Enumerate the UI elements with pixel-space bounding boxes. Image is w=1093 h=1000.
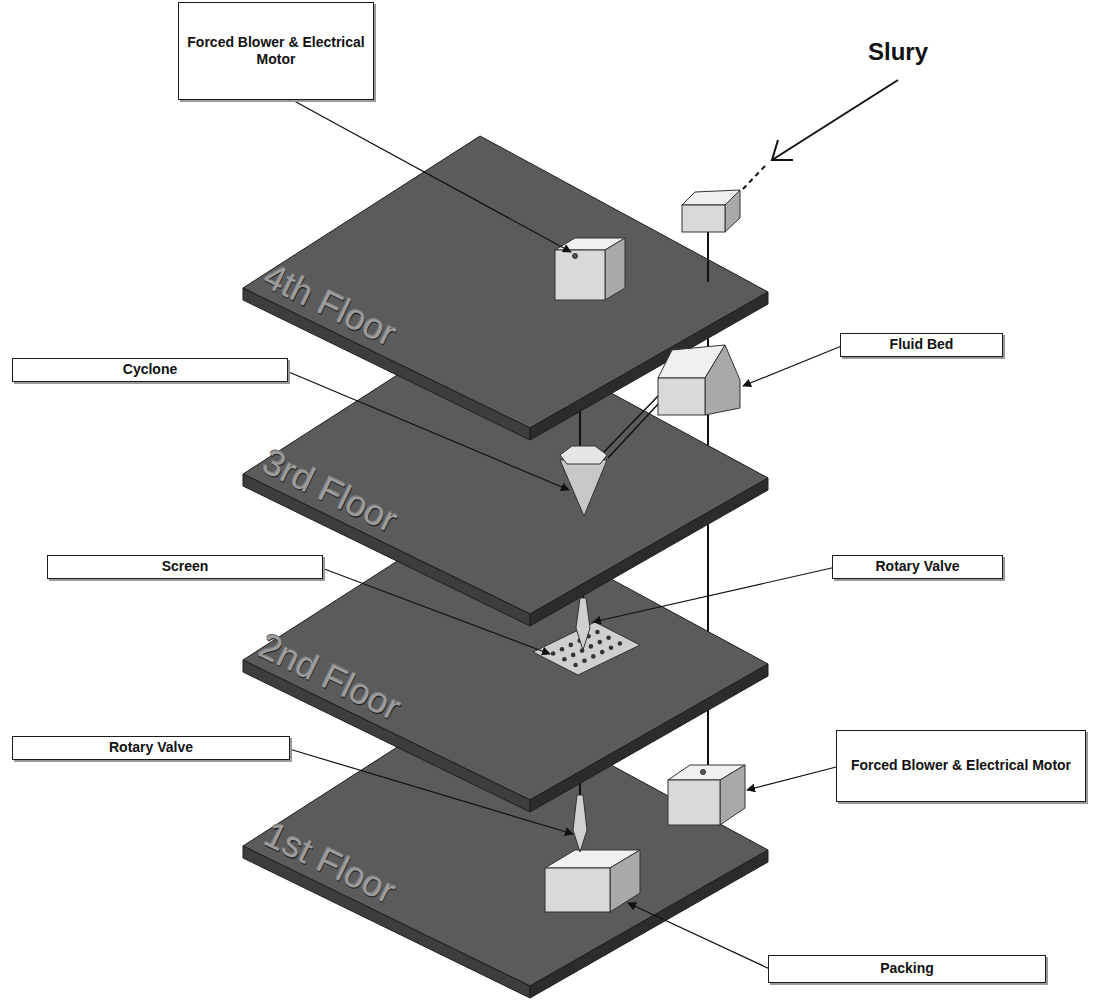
screen-hole: [573, 663, 578, 668]
blower-unit: [555, 238, 625, 300]
callout-box: Forced Blower & Electrical Motor: [178, 2, 374, 100]
callout-text: Forced Blower & Electrical Motor: [851, 757, 1071, 775]
cyclone-symbol: [560, 446, 607, 516]
callout-text: Forced Blower & Electrical Motor: [187, 34, 365, 69]
callout-box: Rotary Valve: [832, 555, 1003, 579]
screen-hole: [560, 647, 565, 652]
floor-slab: [243, 136, 768, 440]
screen-hole: [595, 630, 600, 635]
callout-box: Forced Blower & Electrical Motor: [836, 730, 1086, 802]
screen-hole: [600, 650, 605, 655]
screen-hole: [598, 640, 603, 645]
callout-text: Packing: [880, 960, 934, 978]
screen-hole: [591, 654, 596, 659]
packing-unit: [545, 850, 640, 912]
callout-text: Cyclone: [123, 361, 177, 379]
callout-box: Rotary Valve: [12, 736, 290, 760]
callout-text: Rotary Valve: [875, 558, 959, 576]
rotary-valve-symbol: [576, 598, 590, 650]
screen-hole: [562, 657, 567, 662]
screen-hole: [589, 644, 594, 649]
callout-box: Cyclone: [12, 358, 288, 382]
callout-text: Fluid Bed: [890, 336, 954, 354]
blower-unit: [668, 765, 745, 825]
callout-box: Fluid Bed: [840, 333, 1003, 357]
callout-box: Packing: [768, 955, 1046, 983]
callout-text: Rotary Valve: [109, 739, 193, 757]
screen-hole: [571, 653, 576, 658]
fluid-bed-unit: [658, 345, 740, 415]
pipe: [707, 232, 709, 282]
screen-hole: [582, 658, 587, 663]
callout-box: Screen: [47, 555, 323, 579]
screen-hole: [569, 643, 574, 648]
feed-label: Slury: [868, 38, 928, 66]
screen-hole: [609, 646, 614, 651]
rotary-valve-symbol: [573, 795, 587, 852]
feed-hopper: [682, 190, 740, 232]
screen-hole: [551, 651, 556, 656]
screen-hole: [606, 636, 611, 641]
duct: [604, 394, 660, 458]
feed-arrow: [742, 80, 898, 190]
callout-text: Screen: [162, 558, 209, 576]
screen-hole: [618, 641, 623, 646]
